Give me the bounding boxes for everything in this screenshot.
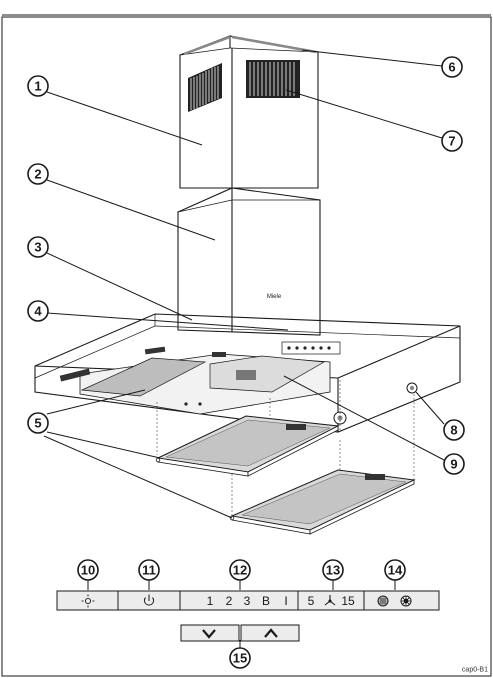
panel-leader-lines: [87, 580, 396, 648]
callout-2-label: 2: [34, 167, 41, 182]
callout-7: 7: [441, 130, 463, 152]
callout-12: 12: [229, 559, 251, 581]
fan-level-3[interactable]: 3: [244, 594, 251, 608]
light-button[interactable]: [58, 592, 117, 609]
callout-11-label: 11: [142, 563, 156, 578]
installed-grease-filter: [80, 357, 207, 397]
chevron-up-icon: [264, 628, 278, 638]
callout-8-label: 8: [450, 423, 457, 438]
callout-13: 13: [322, 559, 344, 581]
page-frame: [1, 16, 492, 677]
fan-level-booster-b[interactable]: B: [262, 594, 270, 608]
lower-chimney: Miele: [177, 187, 321, 336]
run-on-timer-buttons: 5 15: [308, 594, 355, 608]
canopy-underside: [59, 346, 418, 425]
callout-6: 6: [441, 56, 463, 78]
grease-filter-2: [229, 469, 416, 535]
image-code: cap0-B1: [462, 667, 488, 674]
callout-1: 1: [27, 75, 49, 97]
grease-filter-1: [155, 415, 340, 477]
timer-5[interactable]: 5: [308, 594, 315, 608]
callout-11: 11: [138, 559, 160, 581]
up-button[interactable]: [240, 624, 300, 642]
callout-4-label: 4: [34, 304, 42, 319]
fan-icon: [324, 595, 336, 606]
callout-9-label: 9: [450, 457, 457, 472]
power-button[interactable]: [119, 592, 179, 609]
callout-15-label: 15: [233, 651, 247, 666]
callout-7-label: 7: [448, 134, 455, 149]
callout-10-label: 10: [81, 563, 95, 578]
down-button[interactable]: [180, 624, 240, 642]
callout-6-label: 6: [448, 60, 455, 75]
callout-8: 8: [443, 419, 465, 441]
callout-12-label: 12: [233, 563, 247, 578]
callout-13-label: 13: [326, 563, 340, 578]
fan-level-1[interactable]: 1: [207, 594, 214, 608]
lamp-housing: [236, 370, 256, 380]
callout-15: 15: [229, 647, 251, 669]
callout-14-label: 14: [388, 563, 403, 578]
air-outlet-vent: [246, 60, 300, 98]
callout-14: 14: [384, 559, 406, 581]
callout-10: 10: [77, 559, 99, 581]
leader-lines: [43, 49, 445, 519]
guide-lines: [156, 380, 415, 518]
callout-9: 9: [443, 453, 465, 475]
control-panel: 1 2 3 B I 5 15: [56, 590, 440, 611]
chevron-down-icon: [202, 629, 216, 639]
fan-level-buttons: 1 2 3 B I: [207, 594, 288, 608]
fan-level-2[interactable]: 2: [226, 594, 233, 608]
power-icon: [143, 594, 155, 606]
timer-15[interactable]: 15: [341, 594, 355, 608]
brand-label: Miele: [267, 294, 282, 300]
callout-5-label: 5: [34, 416, 41, 431]
callout-1-label: 1: [34, 79, 41, 94]
callout-2: 2: [27, 163, 49, 185]
callout-3: 3: [27, 236, 49, 258]
callout-5: 5: [27, 412, 49, 434]
canopy-control-strip: [281, 341, 341, 355]
fan-level-booster-i[interactable]: I: [284, 594, 287, 608]
odour-filter-icon: [401, 596, 411, 606]
grease-filter-icon: [378, 596, 388, 606]
callout-4: 4: [27, 300, 49, 322]
upper-chimney: [179, 35, 319, 189]
grease-filter-indicator[interactable]: [377, 595, 389, 607]
light-icon: [81, 594, 95, 608]
vent-left: [188, 63, 222, 112]
callout-3-label: 3: [34, 240, 41, 255]
odour-filter-indicator[interactable]: [400, 595, 412, 607]
